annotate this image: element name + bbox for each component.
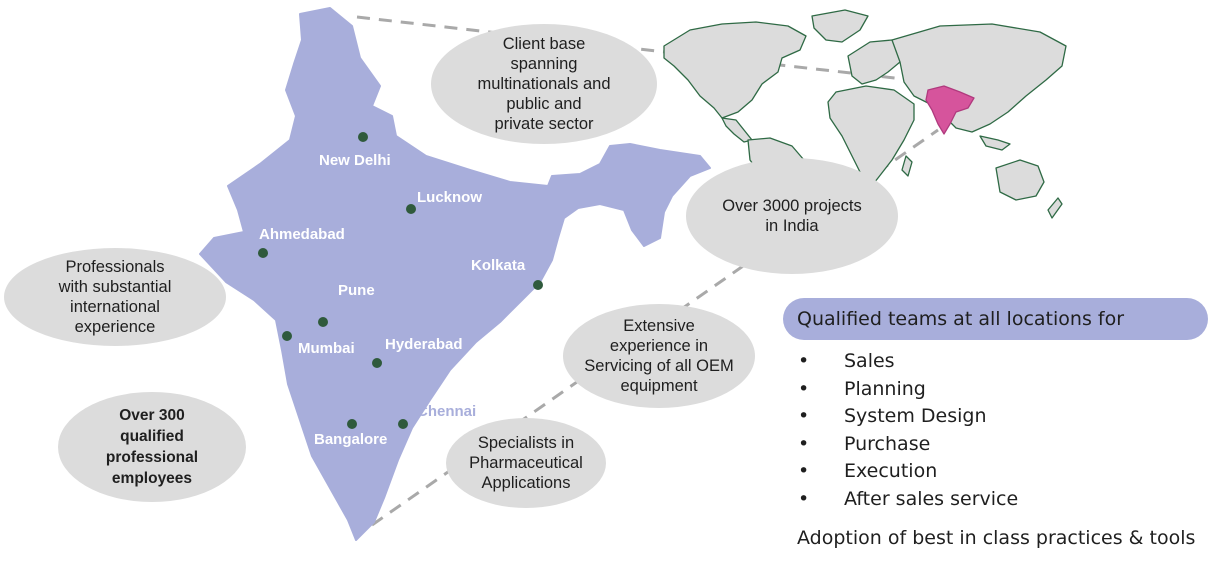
new-zealand-shape [1047,197,1063,219]
ahmedabad-dot[interactable] [258,248,268,258]
bullet: • [798,377,810,400]
new-delhi-dot[interactable] [358,132,368,142]
bangalore-dot[interactable] [347,419,357,429]
kolkata-dot[interactable] [533,280,543,290]
city-label-chennai: Chennai [417,403,477,420]
bullet: • [798,405,810,427]
list-item: • Purchase [798,431,1018,459]
india-map[interactable] [199,7,711,541]
greenland-shape [811,9,869,43]
callout-client-base: Client base spanning multinationals and … [431,24,657,144]
city-label-ahmedabad: Ahmedabad [259,226,345,243]
list-item-label: Purchase [844,432,931,455]
callout-servicing: Extensive experience in Servicing of all… [563,304,755,408]
mumbai-dot[interactable] [282,331,292,341]
chennai-dot[interactable] [398,419,408,429]
australia-shape [995,159,1045,201]
bullet: • [798,487,810,510]
city-label-new-delhi: New Delhi [319,152,391,169]
africa-shape [827,85,915,189]
bullet: • [798,460,810,482]
callout-projects: Over 3000 projects in India [686,158,898,274]
lucknow-dot[interactable] [406,204,416,214]
list-item: • After sales service [798,486,1018,514]
southeast-asia-islands-shape [979,135,1011,151]
list-item-label: Sales [844,350,895,372]
city-label-pune: Pune [338,282,375,299]
connector-line-top [356,15,931,84]
world-map [663,9,1067,219]
central-america-shape [721,117,753,143]
madagascar-shape [901,155,913,177]
list-item-label: After sales service [844,487,1019,510]
hyderabad-dot[interactable] [372,358,382,368]
list-item: • Execution [798,458,1018,486]
list-item: • Planning [798,376,1018,404]
teams-heading: Qualified teams at all locations for [797,308,1125,330]
callout-professionals: Professionals with substantial internati… [4,248,226,346]
city-label-hyderabad: Hyderabad [385,336,463,353]
bullet: • [798,350,810,372]
adoption-statement: Adoption of best in class practices & to… [797,527,1196,549]
north-america-shape [663,21,807,119]
list-item-label: System Design [844,405,987,427]
bullet: • [798,432,810,455]
list-item: • Sales [798,348,1018,376]
teams-heading-banner: Qualified teams at all locations for [783,298,1208,340]
europe-shape [847,39,907,85]
list-item-label: Execution [844,460,938,482]
city-markers [258,132,543,429]
city-label-bangalore: Bangalore [314,431,388,448]
asia-shape [891,23,1067,133]
city-label-kolkata: Kolkata [471,257,526,274]
teams-list: • Sales • Planning • System Design • Purchas… [798,348,1018,513]
list-item: • System Design [798,403,1018,431]
city-label-lucknow: Lucknow [417,189,483,206]
callout-employees: Over 300 qualified professional employee… [58,392,246,502]
list-item-label: Planning [844,377,926,400]
pune-dot[interactable] [318,317,328,327]
india-highlight-shape[interactable] [925,85,975,135]
callout-pharma: Specialists in Pharmaceutical Applicatio… [446,418,606,508]
city-label-mumbai: Mumbai [298,340,355,357]
